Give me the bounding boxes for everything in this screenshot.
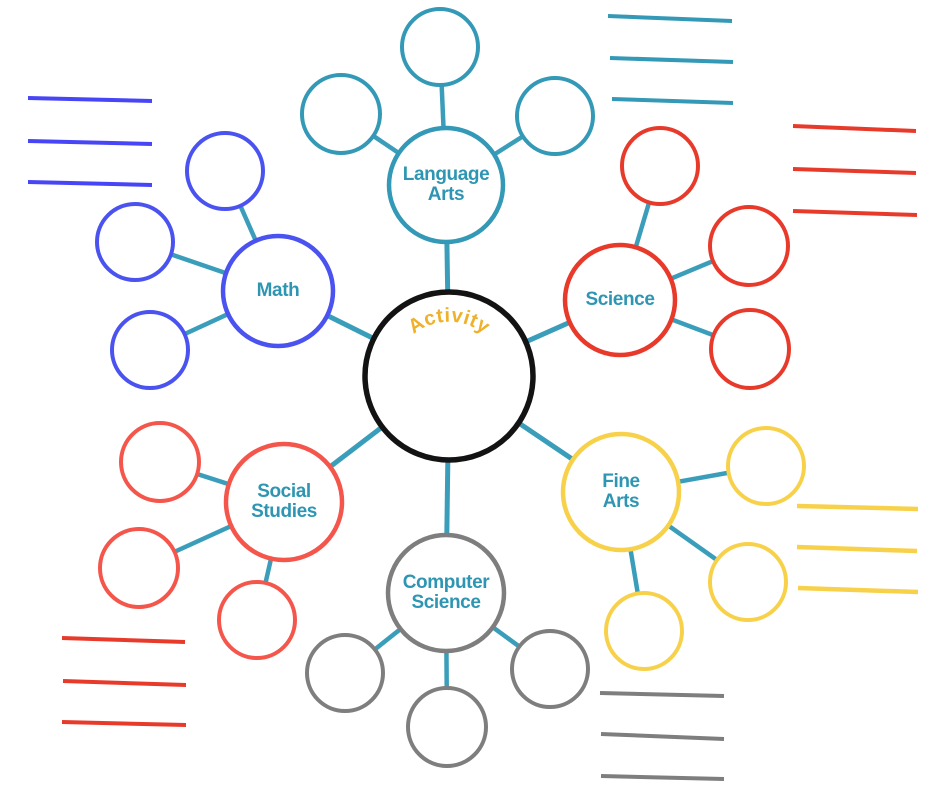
blank-circle-science-1[interactable] xyxy=(620,126,700,206)
ruled-lines-right-upper xyxy=(792,124,918,217)
blank-circle-math-1[interactable] xyxy=(185,131,265,211)
blank-circle-computer-science-3[interactable] xyxy=(510,629,590,709)
ruled-line xyxy=(27,139,153,146)
blank-circle-science-3[interactable] xyxy=(709,308,791,390)
node-computer-science[interactable] xyxy=(385,532,507,654)
ruled-line xyxy=(796,503,919,512)
blank-circle-math-2[interactable] xyxy=(95,202,175,282)
node-language-arts[interactable] xyxy=(386,125,506,245)
blank-circle-fine-arts-1[interactable] xyxy=(726,426,806,506)
blank-circle-computer-science-1[interactable] xyxy=(305,633,385,713)
ruled-line xyxy=(61,720,187,727)
blank-circle-language-arts-1[interactable] xyxy=(300,73,382,155)
blank-circle-fine-arts-3[interactable] xyxy=(604,591,684,671)
ruled-line xyxy=(796,544,918,554)
ruled-line xyxy=(27,180,153,187)
ruled-line xyxy=(61,636,186,644)
ruled-lines-bottom-left xyxy=(61,636,187,727)
blank-circle-math-3[interactable] xyxy=(110,310,190,390)
node-science[interactable] xyxy=(562,242,678,358)
node-fine-arts[interactable] xyxy=(560,431,682,553)
ruled-line xyxy=(797,585,919,595)
ruled-line xyxy=(792,167,917,175)
ruled-line xyxy=(600,774,725,781)
blank-circle-computer-science-2[interactable] xyxy=(406,686,488,768)
ruled-line xyxy=(599,691,725,698)
ruled-line xyxy=(611,97,734,105)
ruled-line xyxy=(27,96,153,103)
blank-circle-social-studies-1[interactable] xyxy=(119,421,201,503)
blank-circle-science-2[interactable] xyxy=(708,205,790,287)
ruled-lines-left xyxy=(27,96,153,187)
node-math[interactable] xyxy=(220,233,336,349)
blank-circle-language-arts-3[interactable] xyxy=(515,76,595,156)
ruled-line xyxy=(792,124,917,133)
blank-circles xyxy=(95,7,806,768)
category-circles xyxy=(220,125,682,654)
blank-circle-social-studies-2[interactable] xyxy=(98,527,180,609)
node-social-studies[interactable] xyxy=(223,441,345,563)
blank-circle-language-arts-2[interactable] xyxy=(400,7,480,87)
ruled-line xyxy=(607,14,733,23)
blank-circle-social-studies-3[interactable] xyxy=(217,580,297,660)
ruled-lines-top-right xyxy=(607,14,734,105)
ruled-lines-right-lower xyxy=(796,503,919,595)
ruled-line xyxy=(792,209,918,217)
node-activity-center[interactable] xyxy=(362,289,536,463)
ruled-line xyxy=(62,679,187,687)
blank-circle-fine-arts-2[interactable] xyxy=(708,542,788,622)
ruled-line xyxy=(609,56,734,64)
ruled-lines-bottom-right xyxy=(599,691,725,781)
ruled-line xyxy=(600,732,725,741)
